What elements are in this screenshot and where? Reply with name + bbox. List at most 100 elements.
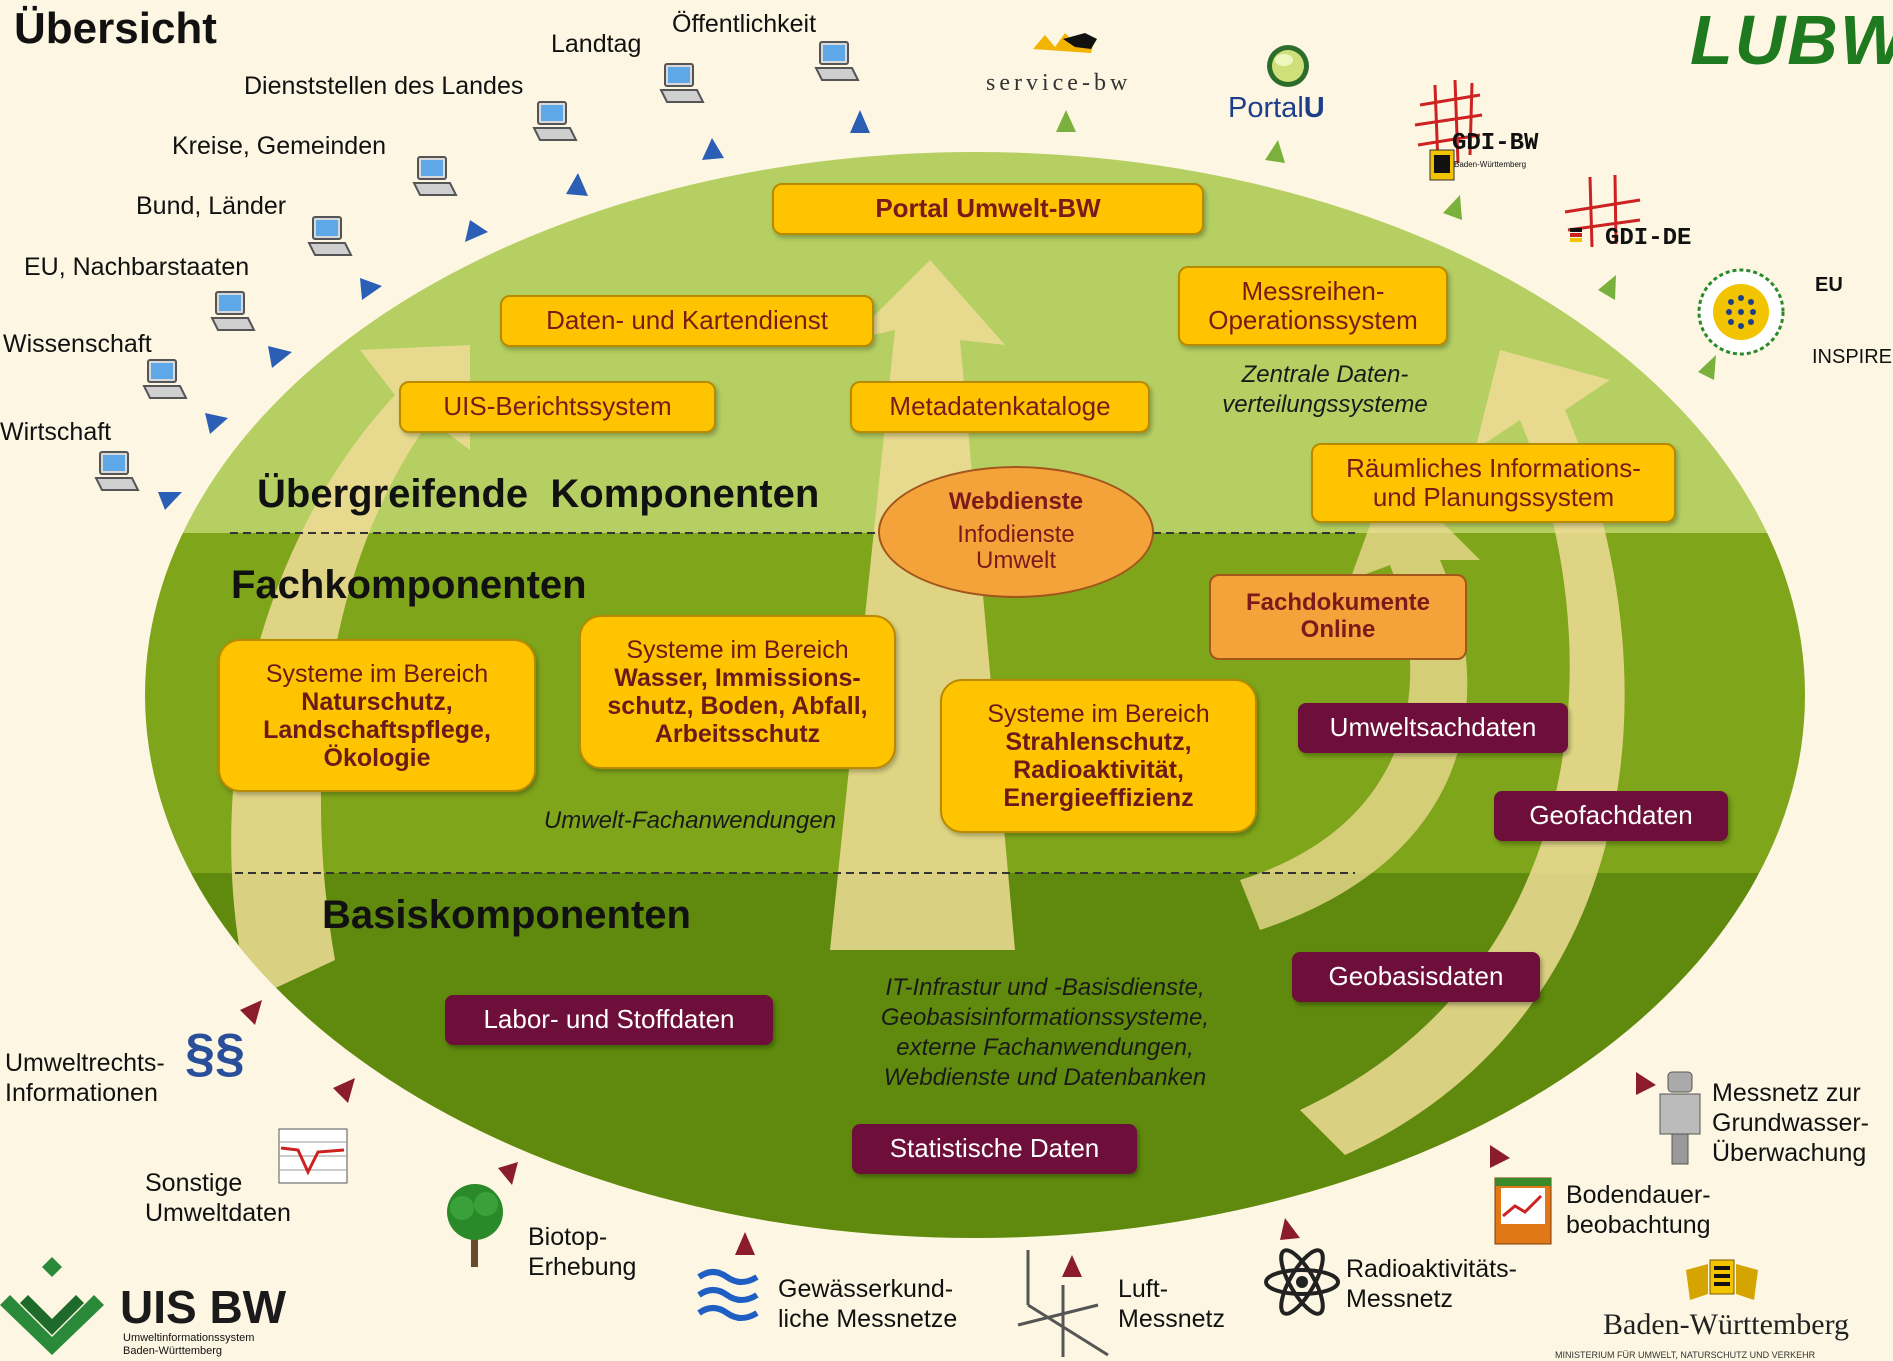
groundwater-well-icon	[1659, 1071, 1701, 1165]
src-line: Umweltdaten	[145, 1199, 291, 1227]
soil-chart-icon	[1494, 1177, 1552, 1245]
box-line: Strahlenschutz,	[1005, 728, 1192, 756]
ital-line: IT-Infrastur und -Basisdienste,	[885, 974, 1205, 1001]
ital-line: verteilungssysteme	[1222, 391, 1428, 418]
laptop-icon	[307, 216, 353, 256]
partner-gdi-bw-sub: Baden-Württemberg	[1454, 160, 1527, 169]
source-umweltrecht: Umweltrechts-Informationen	[5, 1048, 165, 1108]
partner-eu: EU	[1815, 274, 1843, 296]
box-label-line1: Messreihen-	[1241, 275, 1385, 306]
bw-ministry: MINISTERIUM FÜR UMWELT, NATURSCHUTZ UND …	[1555, 1350, 1816, 1360]
box-daten-kartendienst: Daten- und Kartendienst	[500, 295, 874, 347]
paragraph-icon: §§	[185, 1023, 246, 1083]
uis-bw-sub2: Baden-Württemberg	[123, 1345, 223, 1357]
box-statistische-daten: Statistische Daten	[852, 1124, 1137, 1174]
layer-title-uebergreifend: Übergreifende Komponenten	[257, 472, 820, 516]
recipient-kreise: Kreise, Gemeinden	[172, 132, 387, 160]
box-line: Ökologie	[323, 743, 431, 772]
laptop-icon	[532, 101, 578, 141]
src-line: Messnetz zur	[1712, 1079, 1861, 1107]
source-radioaktivitaet: Radioaktivitäts-Messnetz	[1346, 1254, 1517, 1314]
box-label-line2: und Planungssystem	[1372, 482, 1615, 512]
laptop-icon	[659, 63, 705, 103]
bw-name: Baden-Württemberg	[1603, 1308, 1850, 1341]
source-gewaesser: Gewässerkund-liche Messnetze	[778, 1274, 957, 1334]
layer-title-fach: Fachkomponenten	[231, 563, 587, 607]
chart-sheet-icon	[278, 1128, 348, 1184]
webdienste-line2: Infodienste	[957, 520, 1075, 548]
box-raeumliches-informationssystem: Räumliches Informations-und Planungssyst…	[1311, 443, 1676, 523]
src-line: Umweltrechts-	[5, 1049, 165, 1077]
src-line: Luft-	[1118, 1275, 1169, 1303]
box-label: UIS-Berichtssystem	[443, 391, 672, 422]
box-line: Landschaftspflege,	[263, 715, 491, 744]
box-geobasisdaten: Geobasisdaten	[1292, 952, 1540, 1002]
it-infrastruktur: IT-Infrastur und -Basisdienste, Geobasis…	[840, 973, 1250, 1093]
box-line: Naturschutz,	[301, 687, 453, 716]
gdi-de-map-icon	[1564, 174, 1641, 248]
box-labor-stoffdaten: Labor- und Stoffdaten	[445, 995, 773, 1045]
box-naturschutz: Systeme im Bereich Naturschutz, Landscha…	[218, 639, 536, 792]
box-metadatenkataloge: Metadatenkataloge	[850, 381, 1150, 433]
box-label: Portal Umwelt-BW	[875, 193, 1101, 224]
laptop-icon	[814, 41, 860, 81]
recipient-wissenschaft: Wissenschaft	[3, 330, 152, 358]
box-line: Wasser, Immissions-	[614, 664, 861, 692]
partner-service-bw: service-bw	[986, 70, 1132, 96]
cycle-arrow-right	[1300, 350, 1625, 1155]
recipient-wirtschaft: Wirtschaft	[0, 418, 112, 446]
box-label: Metadatenkataloge	[889, 391, 1111, 422]
box-label: Labor- und Stoffdaten	[483, 1004, 735, 1035]
box-umweltsachdaten: Umweltsachdaten	[1298, 703, 1568, 753]
box-label: Umweltsachdaten	[1329, 712, 1537, 743]
inspire-eu-icon	[1697, 268, 1785, 356]
source-boden: Bodendauer-beobachtung	[1566, 1180, 1711, 1240]
source-biotop: Biotop-Erhebung	[528, 1222, 636, 1282]
src-line: Biotop-	[528, 1223, 608, 1251]
layer-title-basis: Basiskomponenten	[322, 893, 691, 937]
laptop-icon	[210, 291, 256, 331]
box-label: Daten- und Kartendienst	[546, 305, 828, 336]
src-line: Radioaktivitäts-	[1346, 1255, 1517, 1283]
box-prefix: Systeme im Bereich	[626, 636, 849, 664]
portal-u-suffix: U	[1303, 92, 1325, 124]
laptop-icon	[94, 451, 140, 491]
umwelt-fachanwendungen: Umwelt-Fachanwendungen	[543, 807, 837, 834]
box-label: Geobasisdaten	[1328, 961, 1504, 992]
webdienste-line3: Umwelt	[975, 547, 1056, 575]
recipient-eu: EU, Nachbarstaaten	[24, 253, 250, 281]
lubw-logo: LUBW	[1690, 1, 1893, 79]
box-line: schutz, Boden, Abfall,	[607, 692, 868, 720]
src-line: Erhebung	[528, 1253, 637, 1281]
weather-station-icon	[1017, 1250, 1109, 1357]
gdi-bw-map-icon	[1414, 79, 1483, 181]
box-label: Statistische Daten	[889, 1133, 1100, 1164]
src-line: Bodendauer-	[1566, 1181, 1711, 1209]
tree-icon	[447, 1184, 503, 1267]
recipient-oeffentlichkeit: Öffentlichkeit	[672, 10, 817, 38]
atom-icon	[1264, 1248, 1340, 1316]
recipient-bund: Bund, Länder	[136, 192, 287, 220]
src-line: Sonstige	[145, 1169, 243, 1197]
recipient-dienststellen: Dienststellen des Landes	[244, 72, 524, 100]
ital-line: Webdienste und Datenbanken	[883, 1064, 1207, 1091]
src-line: Überwachung	[1712, 1139, 1867, 1167]
src-line: beobachtung	[1566, 1211, 1711, 1239]
src-line: Informationen	[5, 1079, 158, 1107]
src-line: Messnetz	[1118, 1305, 1225, 1333]
uis-bw-logo-icon	[0, 1257, 104, 1355]
partner-gdi-de: GDI-DE	[1605, 225, 1692, 252]
webdienste-title: Webdienste	[948, 487, 1084, 515]
source-luft: Luft-Messnetz	[1118, 1274, 1225, 1334]
partner-portal-u: PortalU	[1228, 92, 1325, 125]
box-line: Radioaktivität,	[1013, 756, 1184, 784]
box-line: Arbeitsschutz	[654, 720, 821, 748]
box-label-line1: Räumliches Informations-	[1346, 452, 1641, 483]
zentrale-datenverteilung: Zentrale Daten-verteilungssysteme	[1195, 360, 1455, 420]
uis-bw-logo-text: UIS BW	[120, 1281, 287, 1333]
partner-gdi-bw: GDI-BW	[1452, 130, 1539, 157]
box-geofachdaten: Geofachdaten	[1494, 791, 1728, 841]
